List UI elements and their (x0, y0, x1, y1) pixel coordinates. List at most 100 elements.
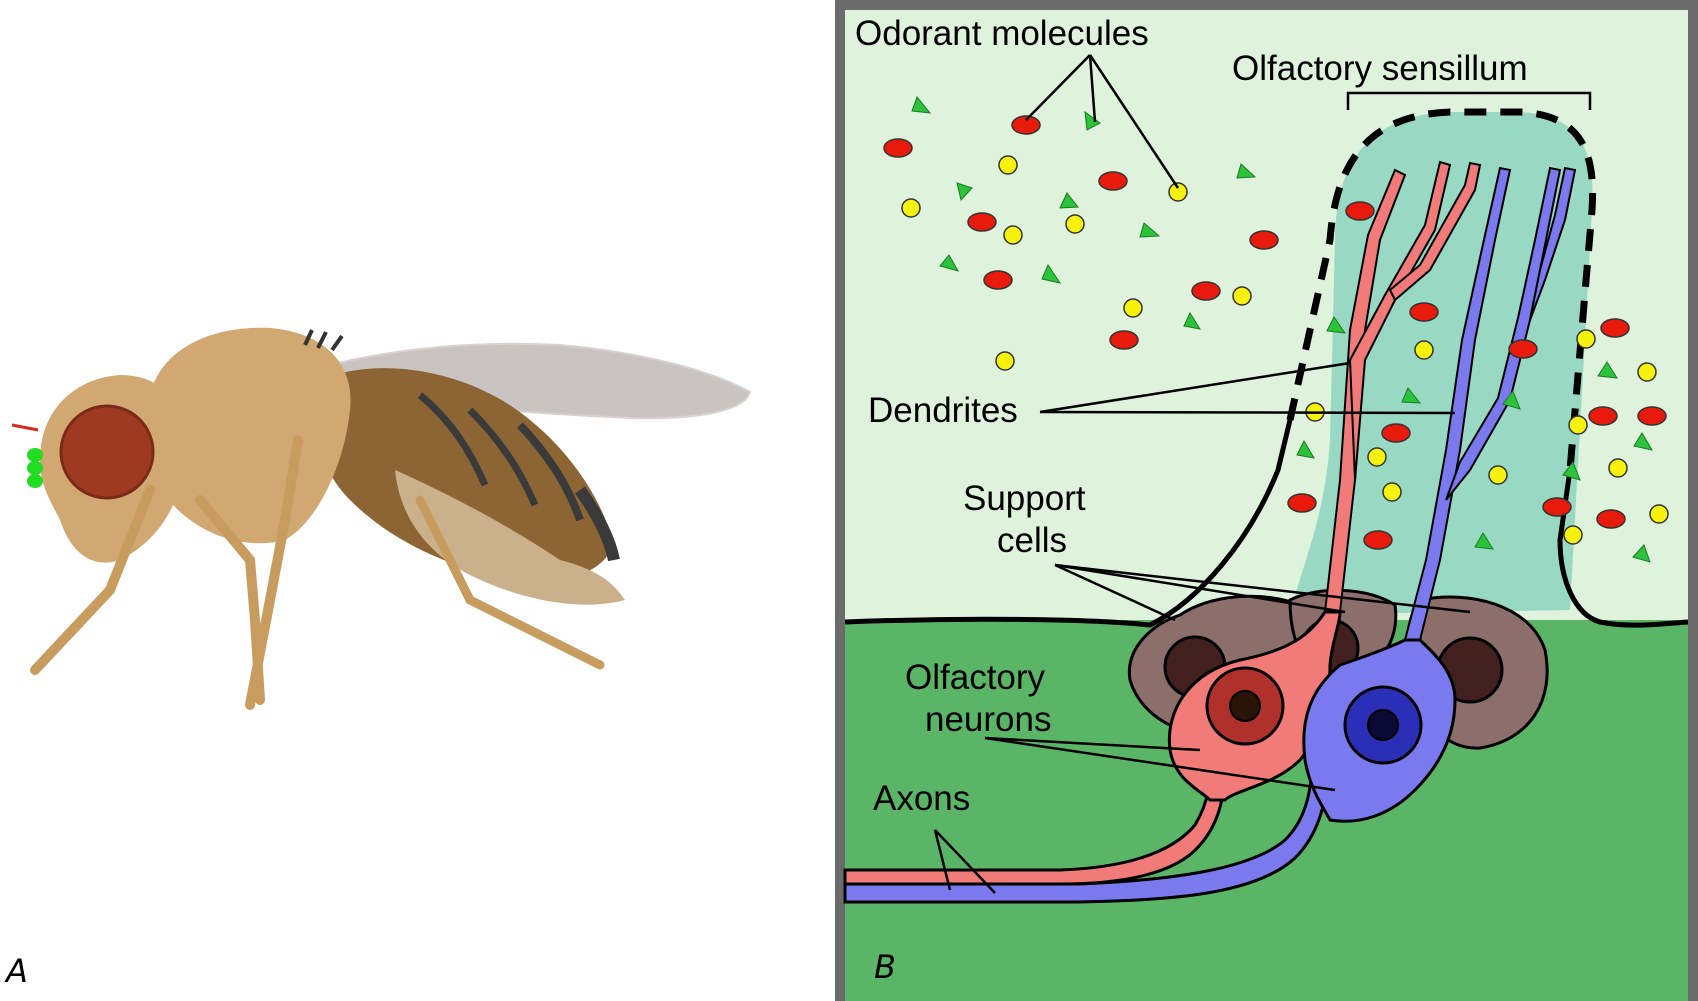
fly-thorax (147, 327, 351, 544)
axons-label: Axons (873, 779, 970, 818)
fly-abdomen-stripe (575, 486, 620, 562)
yellow-odorant (1414, 340, 1434, 360)
green-odorant (911, 95, 932, 114)
neurons-leader-red (984, 736, 1201, 752)
fly-antenna-segment (27, 474, 43, 488)
yellow-odorant (1232, 286, 1252, 306)
yellow-odorant (1576, 329, 1596, 349)
red-odorant (1345, 201, 1375, 221)
fly-abdomen-stripe (417, 392, 489, 487)
green-odorants (911, 95, 1654, 563)
yellow-odorant (1568, 415, 1588, 435)
support-cells-leader (1054, 563, 1471, 614)
axons-leader (933, 829, 952, 891)
odorant-leader-yellow (1088, 54, 1180, 189)
green-odorant (1632, 544, 1651, 563)
yellow-odorant (1065, 214, 1085, 234)
yellow-odorant (901, 198, 921, 218)
green-odorant (1502, 389, 1521, 410)
red-odorant (883, 138, 913, 158)
fly-leg (245, 435, 303, 710)
panel-a: A (4, 327, 752, 990)
neurons-leader-blue (984, 736, 1336, 792)
dendrites-label: Dendrites (868, 391, 1018, 430)
fly-bristle (303, 329, 314, 346)
green-odorant (1401, 387, 1422, 404)
odorant-leader-red (1025, 54, 1091, 121)
support-cells-label-line1: Support (963, 479, 1086, 518)
odorant-leader-green (1088, 54, 1097, 123)
green-odorant (956, 182, 973, 202)
red-odorant (1098, 171, 1128, 191)
red-odorant (1542, 497, 1572, 517)
fly-abdomen-stripe (517, 422, 584, 522)
fly-illustration (11, 327, 752, 710)
leader-lines (933, 54, 1592, 894)
blue-neuron-dendrite (1445, 166, 1562, 501)
red-odorant (1596, 509, 1626, 529)
yellow-odorants (901, 155, 1669, 545)
yellow-odorant (1563, 525, 1583, 545)
yellow-odorant (1003, 225, 1023, 245)
panel-a-letter: A (4, 952, 28, 990)
yellow-odorant (1382, 482, 1402, 502)
panel-b-letter: B (874, 948, 896, 986)
green-odorant (1474, 532, 1494, 550)
fly-abdomen-stripe (467, 407, 539, 507)
yellow-odorant (1608, 458, 1628, 478)
red-odorant (1508, 339, 1538, 359)
axons-leader (934, 829, 996, 894)
sensillum-cuticle-dashed (1286, 108, 1597, 471)
red-odorant (1191, 281, 1221, 301)
fly-bristle (330, 334, 344, 352)
red-odorant (1588, 406, 1618, 426)
green-odorant (1597, 361, 1618, 379)
green-odorant (1296, 439, 1315, 459)
olfactory-sensillum-label: Olfactory sensillum (1232, 49, 1528, 88)
yellow-odorant (1637, 362, 1657, 382)
fly-antenna-segment (27, 448, 43, 462)
fly-leg (415, 495, 605, 670)
fly-antenna-segment (27, 461, 43, 475)
cuticle-surface (1557, 469, 1689, 628)
green-odorant (1633, 432, 1654, 451)
red-odorant (1409, 302, 1439, 322)
green-odorant (1139, 222, 1161, 238)
red-odorants (883, 115, 1667, 550)
red-neuron-nucleolus (1229, 690, 1261, 722)
sensillum-bracket (1346, 91, 1592, 110)
support-cells-label-line2: cells (997, 521, 1067, 560)
red-odorant (1381, 423, 1411, 443)
support-cells-leader (1054, 563, 1176, 622)
dendrite-leader-blue (1039, 410, 1456, 415)
yellow-odorant (995, 351, 1015, 371)
odorant-molecules-label: Odorant molecules (855, 14, 1149, 53)
cuticle-surface (844, 419, 1293, 628)
yellow-odorant (1168, 182, 1188, 202)
red-odorant (1600, 318, 1630, 338)
green-odorant (1084, 110, 1101, 131)
red-odorant (983, 270, 1013, 290)
red-odorant (1249, 230, 1279, 250)
yellow-odorant (1488, 465, 1508, 485)
blue-neuron-dendrite (1529, 166, 1577, 321)
blue-neuron-nucleolus (1367, 709, 1399, 741)
fly-leg (30, 485, 155, 675)
support-cells-leader (1054, 563, 1346, 614)
olfactory-neurons-label-line1: Olfactory (905, 658, 1046, 697)
yellow-odorant (1367, 447, 1387, 467)
sensillum-dome (1290, 112, 1593, 615)
red-odorant (1011, 115, 1041, 135)
fly-abdomen-underside (395, 470, 625, 605)
green-odorant (1562, 460, 1581, 481)
yellow-odorant (1649, 504, 1669, 524)
fly-antenna (11, 423, 39, 432)
green-odorant (1041, 263, 1062, 284)
red-odorant (1109, 330, 1139, 350)
red-odorant (1363, 530, 1393, 550)
green-odorant (939, 254, 960, 272)
green-odorant (1183, 311, 1202, 330)
panel-b: Odorant molecules Olfactory sensillum De… (835, 0, 1698, 1001)
red-neuron-dendrite (1348, 160, 1452, 481)
